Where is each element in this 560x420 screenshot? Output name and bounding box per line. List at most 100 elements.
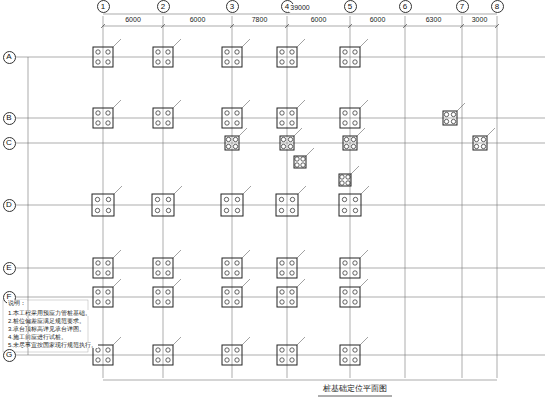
pile-cap xyxy=(93,258,113,278)
pile xyxy=(290,208,294,212)
leader-line xyxy=(114,186,122,194)
pile-cap xyxy=(339,194,361,216)
leader-line xyxy=(298,186,306,194)
pile xyxy=(235,60,239,64)
pile xyxy=(444,119,448,123)
axis-bubble: 1 xyxy=(97,0,110,13)
leader-line xyxy=(173,39,181,47)
leader-line xyxy=(297,337,305,345)
pile-cap xyxy=(277,108,297,128)
pile-cap xyxy=(153,108,173,128)
pile xyxy=(288,144,292,148)
note-text: 3.承台顶标高详见承台详图。 xyxy=(7,326,86,333)
pile xyxy=(290,60,294,64)
axis-line xyxy=(16,118,545,119)
pile xyxy=(451,119,455,123)
axis-bubble: 7 xyxy=(456,0,469,13)
leader-line xyxy=(113,100,121,108)
pile xyxy=(343,261,347,265)
pile xyxy=(166,300,170,304)
pile xyxy=(106,358,110,362)
dimension-tick xyxy=(403,24,407,28)
pile xyxy=(280,348,284,352)
pile xyxy=(290,358,294,362)
pile xyxy=(346,175,350,179)
pile xyxy=(290,300,294,304)
pile-cap xyxy=(473,136,487,150)
pile xyxy=(353,197,357,201)
axis-number: C xyxy=(6,139,12,147)
pile xyxy=(96,121,100,125)
pile xyxy=(353,300,357,304)
pile xyxy=(353,261,357,265)
leader-line xyxy=(243,186,251,194)
pile xyxy=(351,137,355,141)
axis-line xyxy=(16,268,545,269)
leader-line xyxy=(457,103,465,111)
pile-cap xyxy=(225,136,239,150)
pile xyxy=(280,290,284,294)
pile xyxy=(166,121,170,125)
pile xyxy=(156,60,160,64)
pile-cap xyxy=(340,108,360,128)
dimension-line xyxy=(103,380,497,381)
pile xyxy=(156,261,160,265)
dimension-text: 6000 xyxy=(189,16,207,24)
dimension-line xyxy=(103,14,497,15)
pile xyxy=(343,290,347,294)
dimension-tick xyxy=(285,24,289,28)
pile xyxy=(295,157,299,161)
pile xyxy=(106,60,110,64)
pile-cap xyxy=(343,136,357,150)
axis-line xyxy=(163,16,164,378)
note-text: 1.本工程采用预应力管桩基础。 xyxy=(7,310,92,317)
leader-line xyxy=(174,186,182,194)
pile xyxy=(106,208,110,212)
pile xyxy=(451,112,455,116)
pile xyxy=(351,144,355,148)
axis-line xyxy=(350,16,351,378)
leader-line xyxy=(173,250,181,258)
axis-number: D xyxy=(6,201,12,209)
pile xyxy=(166,358,170,362)
pile-cap xyxy=(222,287,242,307)
pile xyxy=(353,290,357,294)
leader-line xyxy=(361,186,369,194)
dimension-tick xyxy=(348,24,352,28)
pile-cap xyxy=(222,258,242,278)
pile-cap xyxy=(153,345,173,365)
axis-bubble: 5 xyxy=(344,0,357,13)
dimension-text: 39000 xyxy=(289,4,310,12)
pile xyxy=(343,111,347,115)
pile-cap xyxy=(443,111,457,125)
axis-number: 1 xyxy=(101,3,105,11)
axis-number: 3 xyxy=(230,3,234,11)
pile xyxy=(225,358,229,362)
pile xyxy=(233,137,237,141)
pile-cap xyxy=(340,345,360,365)
leader-line xyxy=(113,279,121,287)
pile xyxy=(280,261,284,265)
note-text: 5.未尽事宜按国家现行规范执行。 xyxy=(7,342,98,349)
leader-line xyxy=(360,39,368,47)
leader-line xyxy=(360,279,368,287)
pile xyxy=(155,197,159,201)
pile xyxy=(340,181,344,185)
pile xyxy=(166,348,170,352)
pile xyxy=(353,111,357,115)
note-text: 说明： xyxy=(7,300,27,307)
pile xyxy=(96,50,100,54)
pile xyxy=(301,157,305,161)
drawing-caption: 桩基础定位平面图 xyxy=(322,385,388,394)
pile xyxy=(235,261,239,265)
leader-line xyxy=(487,128,495,136)
dimension-text: 6000 xyxy=(124,16,142,24)
leader-line xyxy=(357,128,365,136)
pile-cap xyxy=(93,108,113,128)
pile xyxy=(156,121,160,125)
dimension-text: 6000 xyxy=(310,16,328,24)
pile-cap xyxy=(92,194,114,216)
pile xyxy=(481,137,485,141)
pile xyxy=(353,208,357,212)
